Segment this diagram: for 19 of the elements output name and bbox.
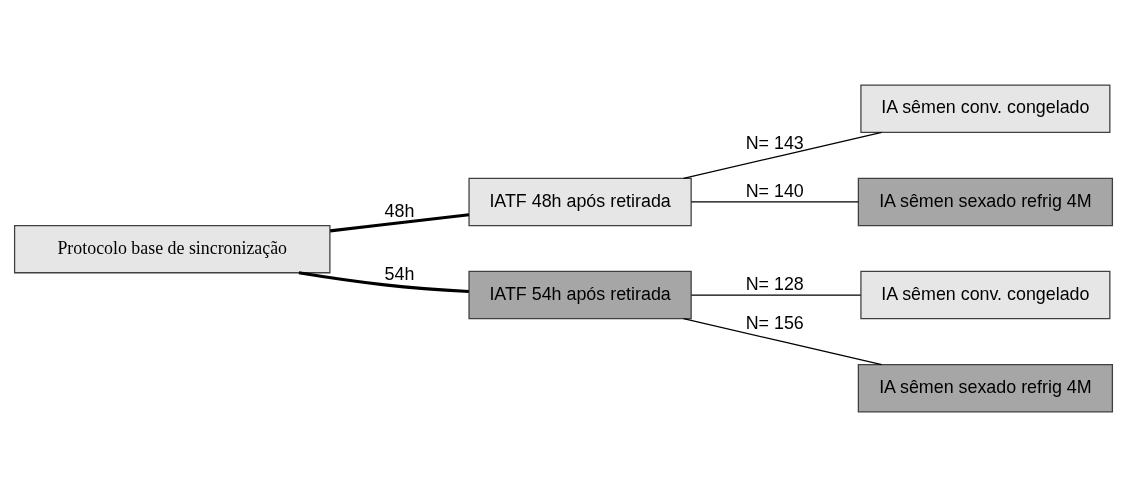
edge-label: N= 140 [745, 180, 804, 201]
node-box: IATF 54h após retirada [468, 270, 692, 319]
node-box: IA sêmen sexado refrig 4M [857, 177, 1114, 226]
connector [690, 200, 859, 203]
edge-label: N= 128 [745, 273, 804, 294]
connector [690, 293, 862, 296]
node-box: IA sêmen sexado refrig 4M [857, 363, 1114, 413]
connector [330, 212, 470, 232]
node-box: IA sêmen conv. congelado [860, 83, 1111, 133]
edge-label: N= 143 [745, 132, 804, 153]
edge-label: N= 156 [745, 312, 804, 333]
connector [682, 317, 883, 365]
edge-label: 54h [384, 263, 415, 284]
connector [682, 131, 883, 179]
edge-label: 48h [384, 200, 415, 221]
node-box: Protocolo base de sincronização [13, 224, 331, 273]
node-box: IATF 48h após retirada [468, 177, 692, 226]
node-box: IA sêmen conv. congelado [860, 270, 1111, 319]
connector [298, 270, 469, 293]
